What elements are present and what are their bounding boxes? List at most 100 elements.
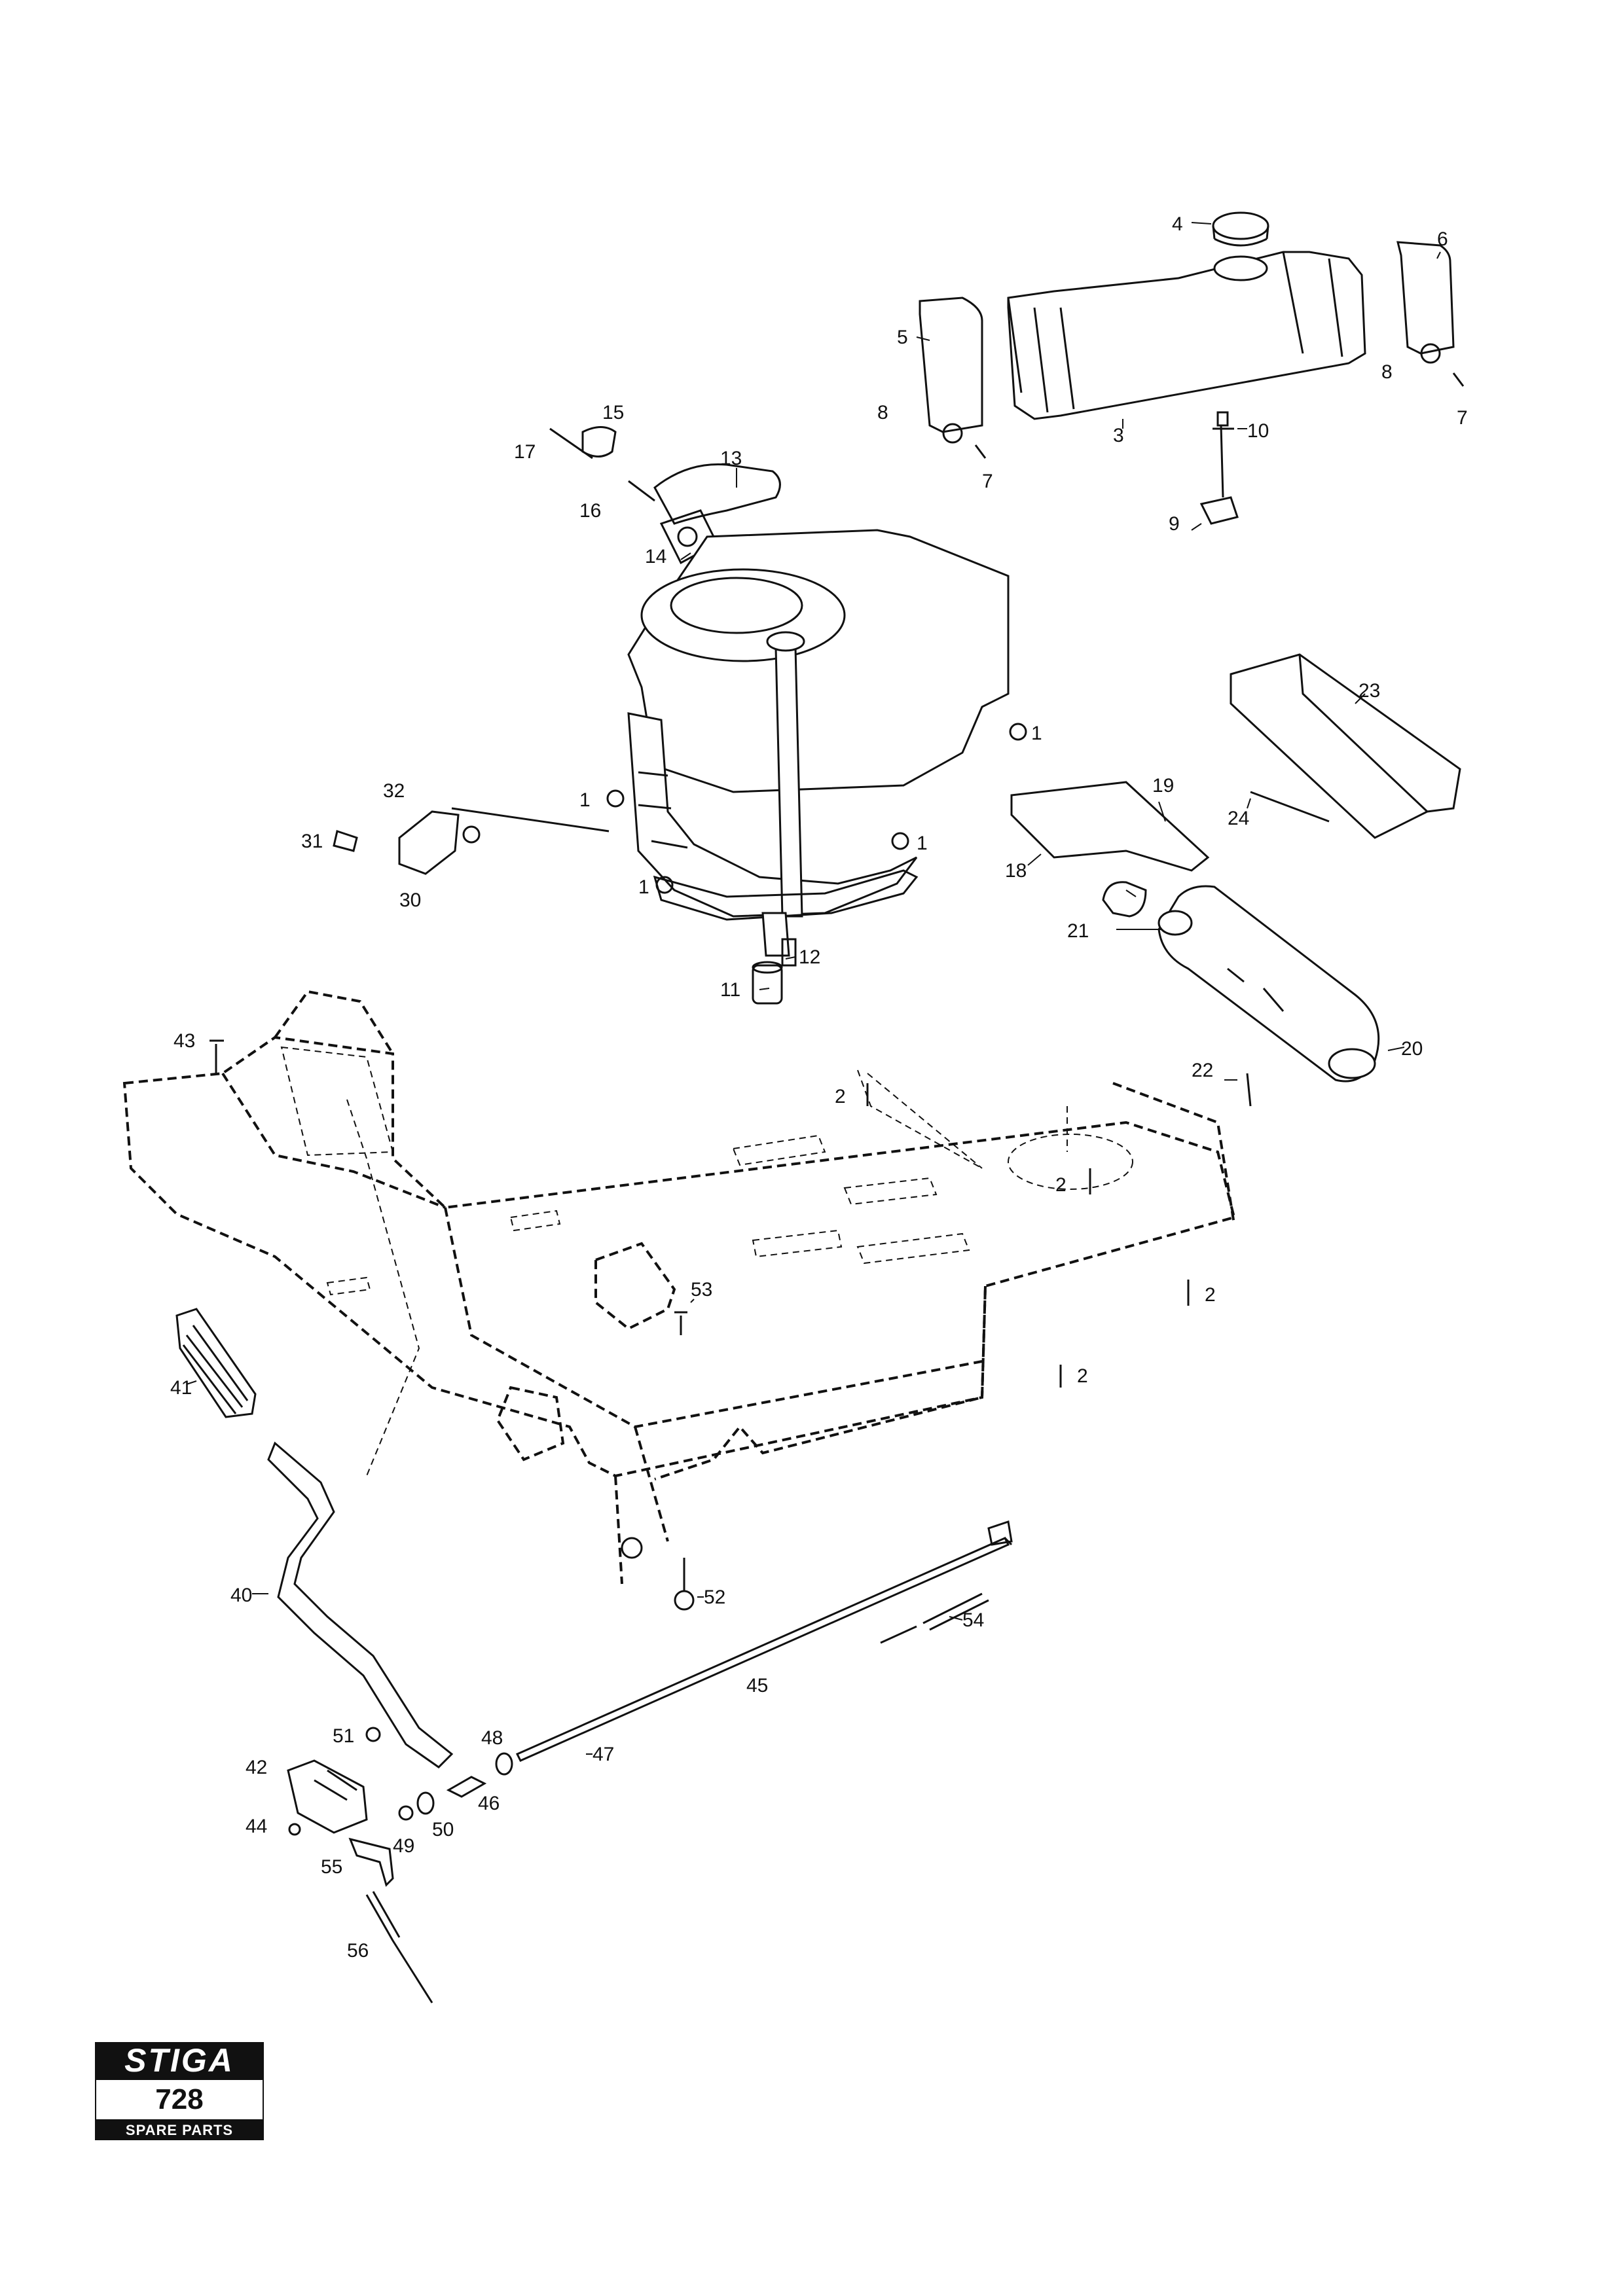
part-label-23: 23 [1359,680,1380,702]
chassis-slot-4 [509,1210,561,1232]
part-label-1-right-top: 1 [1031,723,1042,744]
fuel-tank-neck [1213,255,1268,281]
part-label-1-right-bottom: 1 [917,833,928,854]
throttle-knob [333,830,358,852]
logo-model-number: 728 [95,2079,264,2121]
nut-51 [365,1727,381,1742]
chassis-right-flange [1112,1082,1235,1225]
nut-1-left-top [606,789,625,808]
part-label-7-left: 7 [982,471,993,492]
muffler-bracket [1010,781,1210,872]
chassis-pulley-hole [1008,1134,1133,1190]
part-label-5: 5 [897,327,908,348]
leader-lines [186,222,1441,1755]
intake-bolt [549,427,593,459]
pedal-linkage-group [175,1039,1190,2003]
part-label-20: 20 [1401,1038,1423,1060]
shield-screw [1250,791,1330,823]
muffler-bolt [1246,1073,1252,1107]
chassis-frame [122,1035,1236,1478]
muffler-inlet [1158,910,1193,936]
nut-49 [398,1805,414,1821]
part-label-1-left-bottom: 1 [638,876,649,898]
fuel-cap [1212,211,1269,240]
spring-54 [922,1592,989,1631]
washer-50 [416,1791,435,1815]
steering-column-frame [280,1046,394,1157]
part-label-11: 11 [720,979,740,1001]
part-label-15: 15 [602,402,624,423]
nut-44 [288,1823,301,1836]
linkage-rod [515,1537,1010,1762]
part-label-18: 18 [1005,860,1027,882]
part-label-6: 6 [1437,228,1448,250]
part-label-49: 49 [393,1835,414,1857]
spring-46 [446,1776,487,1798]
fuel-tank-group [919,211,1465,525]
chassis-slot-3 [856,1232,970,1265]
part-label-22: 22 [1192,1060,1213,1081]
chassis-bracket [594,1242,676,1331]
spring-56 [365,1891,433,2003]
intake-spacer [628,480,655,502]
throttle-linkage-group [333,807,610,875]
part-label-55: 55 [321,1856,342,1878]
part-label-9: 9 [1169,513,1180,535]
logo-brand: STIGA [95,2042,264,2079]
key-12 [781,938,797,967]
part-label-2-a: 2 [835,1086,846,1107]
part-label-48: 48 [481,1727,503,1749]
chassis-slot-2 [843,1177,938,1206]
chassis-side-panel [496,1386,565,1462]
part-label-3: 3 [1113,425,1124,446]
engine-base-plate [653,869,919,921]
part-label-32: 32 [383,780,405,802]
part-label-31: 31 [301,831,323,852]
dipstick-cap [766,631,805,652]
chassis-slot-5 [752,1229,843,1258]
engine-shroud [627,529,1010,793]
part-label-50: 50 [432,1819,454,1840]
part-label-43: 43 [173,1030,195,1052]
nut-1-right-bottom [891,832,909,850]
nut-1-right-top [1009,723,1027,741]
part-label-41: 41 [170,1377,192,1399]
part-label-45: 45 [746,1675,768,1696]
intake-pipe [653,463,781,525]
part-label-24: 24 [1228,808,1249,829]
chassis-rear-wall [654,1285,987,1480]
part-label-19: 19 [1152,775,1174,797]
throttle-bracket [398,810,460,875]
tank-strap-right [1396,241,1455,355]
chassis-slot-1 [732,1134,826,1166]
pedal-rod [267,1441,454,1768]
part-label-40: 40 [230,1585,252,1606]
washer-48 [495,1752,513,1776]
part-label-1-left-top: 1 [579,789,591,811]
part-label-8-left: 8 [877,402,888,423]
part-label-2-b: 2 [1055,1174,1067,1196]
engine-top-cover [640,568,846,662]
part-label-21: 21 [1067,920,1089,942]
part-label-4: 4 [1172,213,1183,235]
tank-strap-left [919,296,983,433]
part-label-8-right: 8 [1381,361,1393,383]
part-label-14: 14 [645,546,666,567]
part-label-56: 56 [347,1940,369,1962]
part-label-52: 52 [704,1587,725,1608]
engine-crankshaft [761,912,790,957]
pin-55 [348,1837,394,1887]
part-label-30: 30 [399,889,421,911]
part-label-51: 51 [333,1725,354,1747]
chassis-bushing [621,1537,643,1559]
pedal-pad [175,1308,257,1418]
intake-clip [581,426,617,457]
fuel-tank [1007,251,1366,420]
engine-group [606,529,1027,1005]
part-label-53: 53 [691,1279,712,1300]
linkage-end [987,1520,1013,1546]
part-label-44: 44 [246,1816,267,1837]
part-label-47: 47 [593,1744,614,1765]
